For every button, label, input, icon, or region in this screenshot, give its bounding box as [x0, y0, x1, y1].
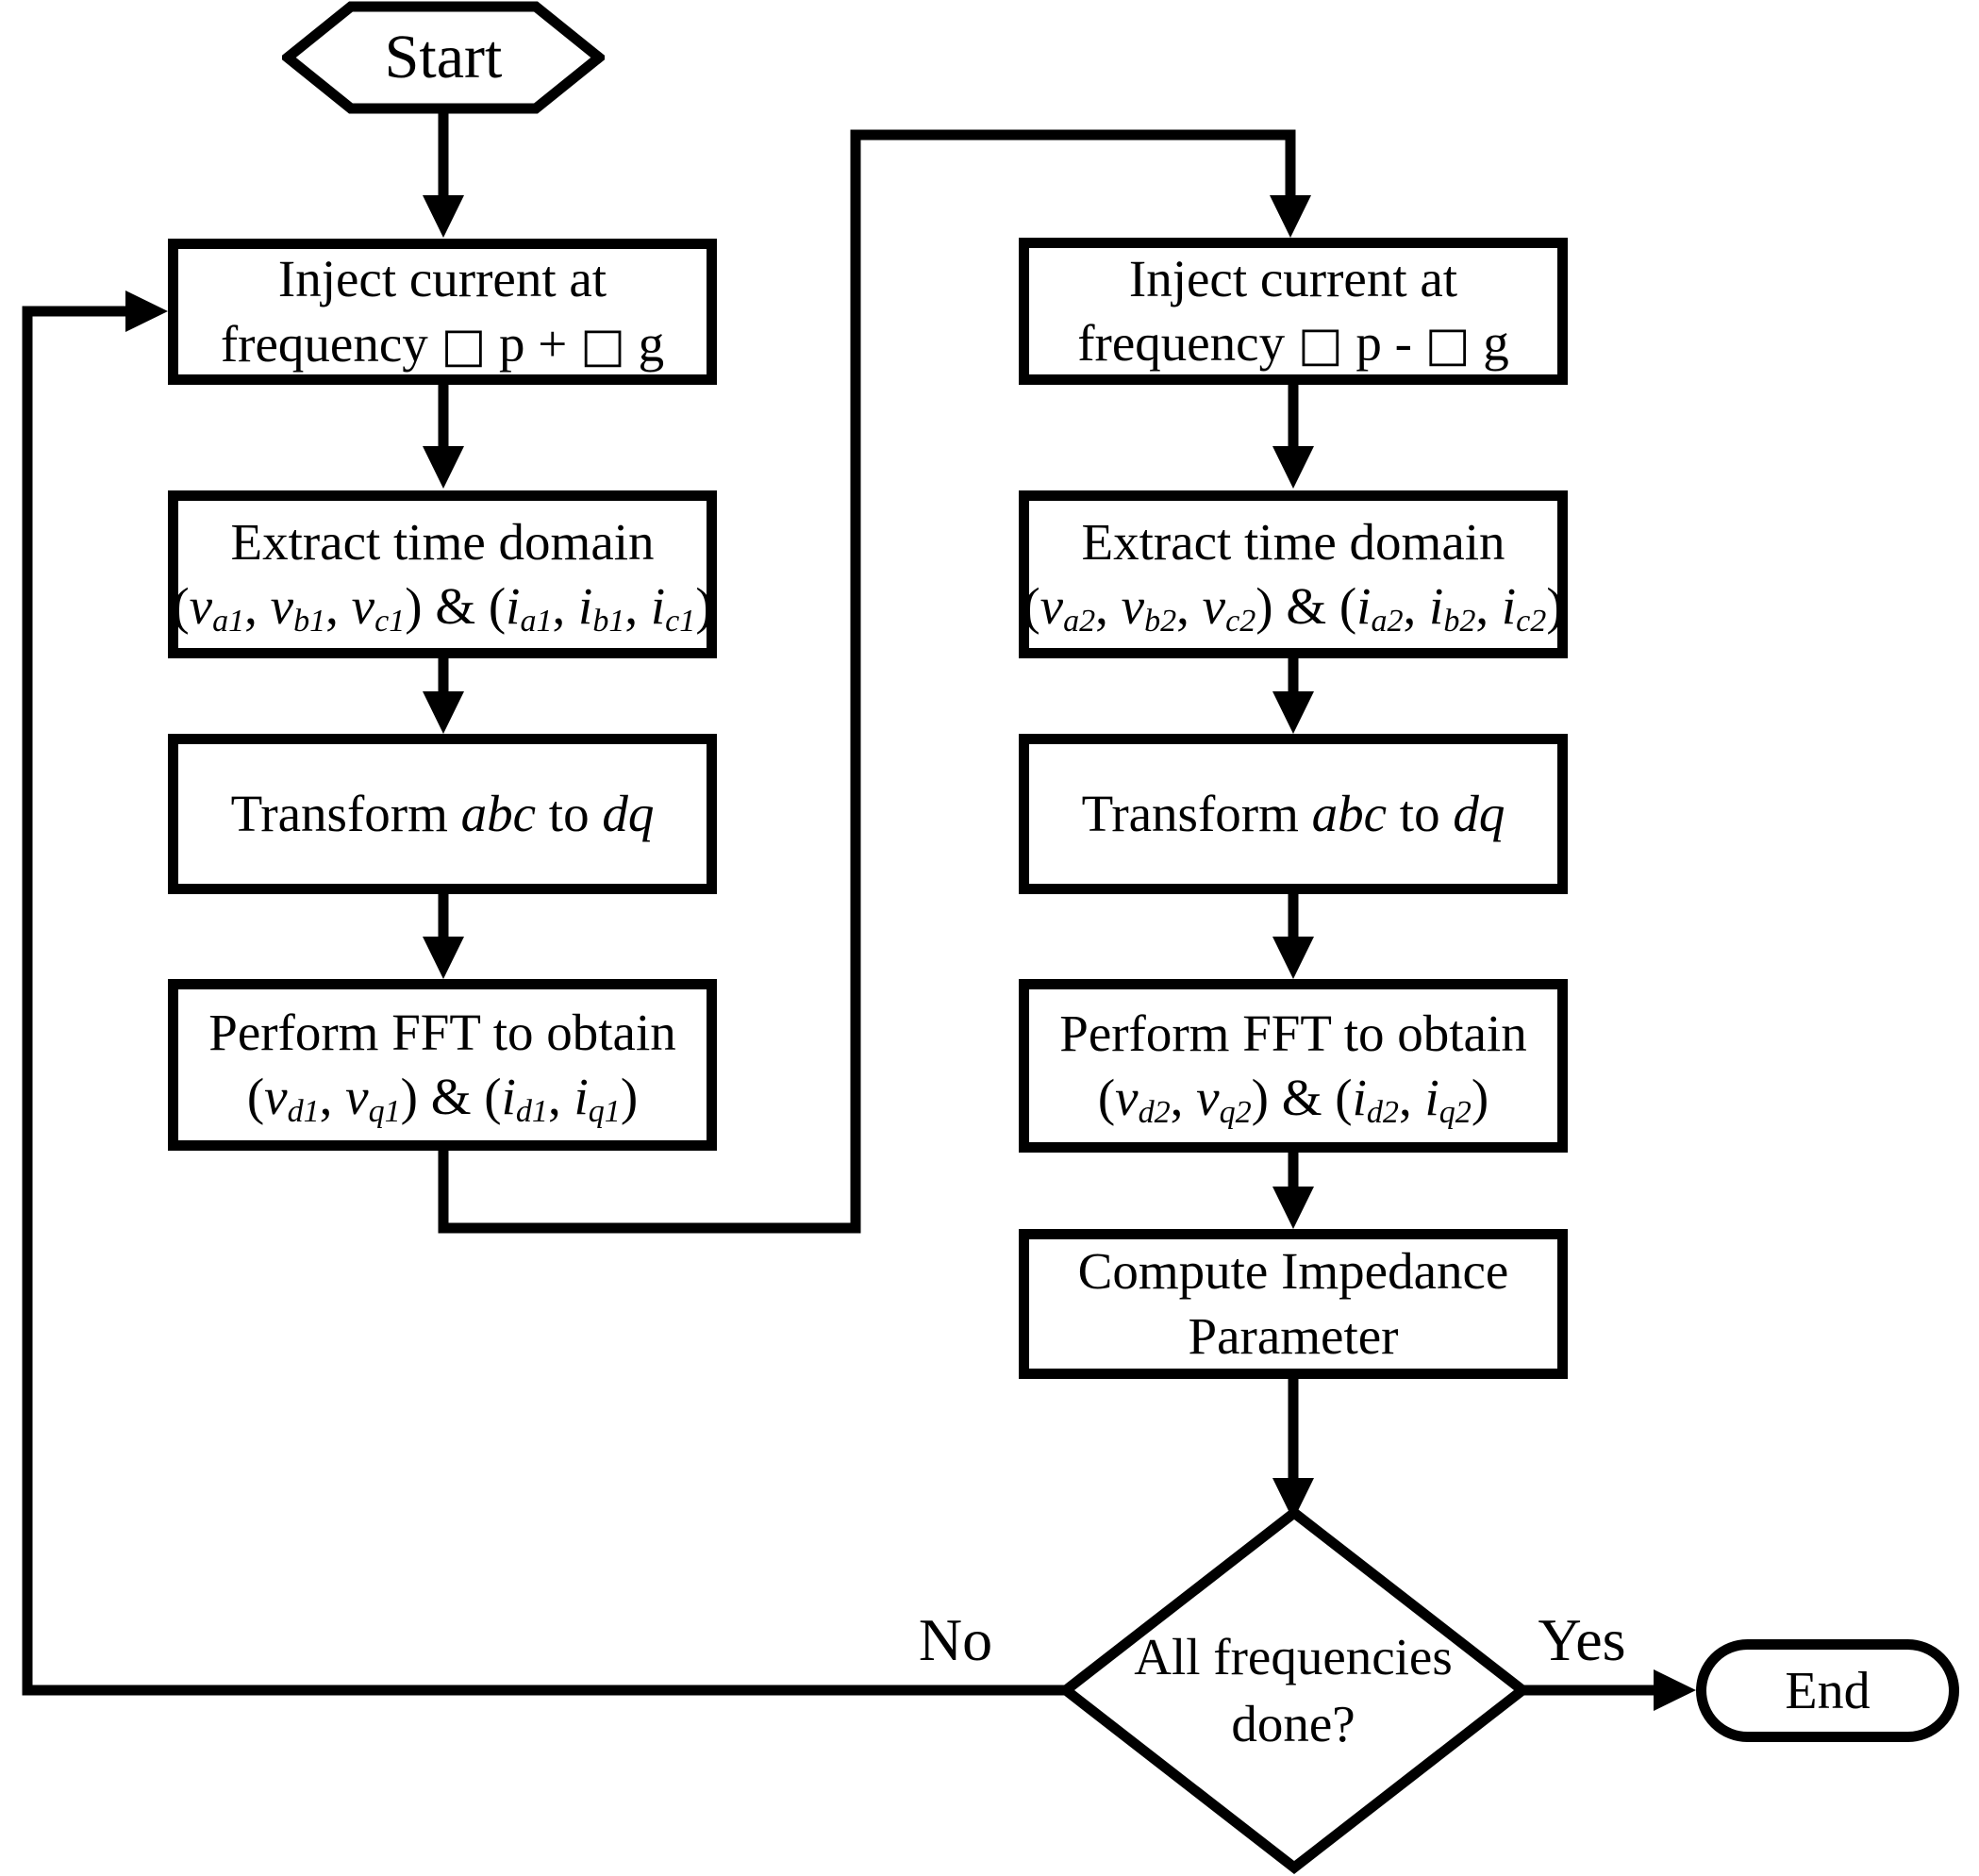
box-extract-time-domain-2: Extract time domain (va2, vb2, vc2) & (ia…: [1019, 490, 1568, 658]
arrowhead-into-decision: [1272, 1478, 1314, 1520]
arrowhead-into-extract1: [423, 446, 464, 489]
flow-box-text-line: All frequencies: [1134, 1627, 1453, 1685]
end-label: End: [1785, 1661, 1871, 1720]
start-hexagon-shape: [282, 1, 605, 114]
flow-box-text-line: Inject current at: [1128, 249, 1458, 307]
box-transform-abc-to-dq-1: Transform abc to dq: [168, 734, 717, 894]
arrowhead-into-inject2: [1270, 195, 1311, 238]
start-label: Start: [384, 23, 503, 91]
decision-label: All frequencies done?: [1070, 1511, 1517, 1869]
flow-box-text-line: Extract time domain: [230, 512, 655, 571]
box-inject-current-wp-plus-wg: Inject current at frequency □ p + □ g: [168, 239, 717, 385]
arrowhead-into-inject1-left: [125, 291, 168, 332]
box-perform-fft-1: Perform FFT to obtain (vd1, vq1) & (id1, …: [168, 979, 717, 1151]
flow-box-text-line: Inject current at: [277, 250, 607, 308]
flow-box-text-line: Extract time domain: [1081, 512, 1505, 571]
start-node: [282, 1, 605, 114]
flow-box-text-line: Perform FFT to obtain: [208, 1003, 676, 1061]
flow-box-text-line: Perform FFT to obtain: [1059, 1004, 1527, 1062]
arrowhead-into-end: [1654, 1669, 1696, 1711]
edge-decision-no-to-inject1: [22, 306, 1070, 1696]
flow-box-text-line: (va1, vb1, vc1) & (ia1, ib1, ic1): [172, 577, 713, 639]
arrowhead-into-inject1-top: [423, 195, 464, 238]
arrowhead-into-extract2: [1272, 446, 1314, 489]
box-perform-fft-2: Perform FFT to obtain (vd2, vq2) & (id2, …: [1019, 979, 1568, 1153]
flow-box-text-line: (vd1, vq1) & (id1, iq1): [246, 1068, 639, 1129]
yes-branch-label: Yes: [1538, 1606, 1626, 1673]
arrowhead-into-transform2: [1272, 691, 1314, 734]
arrowhead-into-fft1: [423, 937, 464, 979]
box-extract-time-domain-1: Extract time domain (va1, vb1, vc1) & (ia…: [168, 490, 717, 658]
decision-node: [1060, 1506, 1528, 1874]
flow-box-text-line: frequency □ p + □ g: [220, 314, 665, 373]
flow-box-text-line: (va2, vb2, vc2) & (ia2, ib2, ic2): [1023, 577, 1564, 639]
flow-box-text-line: (vd2, vq2) & (id2, iq2): [1097, 1069, 1489, 1130]
flow-box-text-line: Parameter: [1188, 1306, 1399, 1365]
decision-diamond-shape: [1060, 1506, 1528, 1874]
end-node: End: [1696, 1639, 1959, 1742]
flow-box-text-line: Transform abc to dq: [230, 784, 655, 842]
flow-box-text-line: done?: [1231, 1695, 1355, 1752]
arrowhead-into-transform1: [423, 691, 464, 734]
arrowhead-into-fft2: [1272, 937, 1314, 979]
flow-box-text-line: Transform abc to dq: [1081, 784, 1505, 842]
arrowhead-into-compute: [1272, 1187, 1314, 1229]
box-inject-current-wp-minus-wg: Inject current at frequency □ p - □ g: [1019, 238, 1568, 385]
flow-box-text-line: frequency □ p - □ g: [1077, 314, 1509, 372]
no-branch-label: No: [918, 1606, 993, 1673]
edge-fft1-to-inject2: [438, 129, 1296, 1234]
box-transform-abc-to-dq-2: Transform abc to dq: [1019, 734, 1568, 894]
flow-box-text-line: Compute Impedance: [1077, 1242, 1509, 1301]
